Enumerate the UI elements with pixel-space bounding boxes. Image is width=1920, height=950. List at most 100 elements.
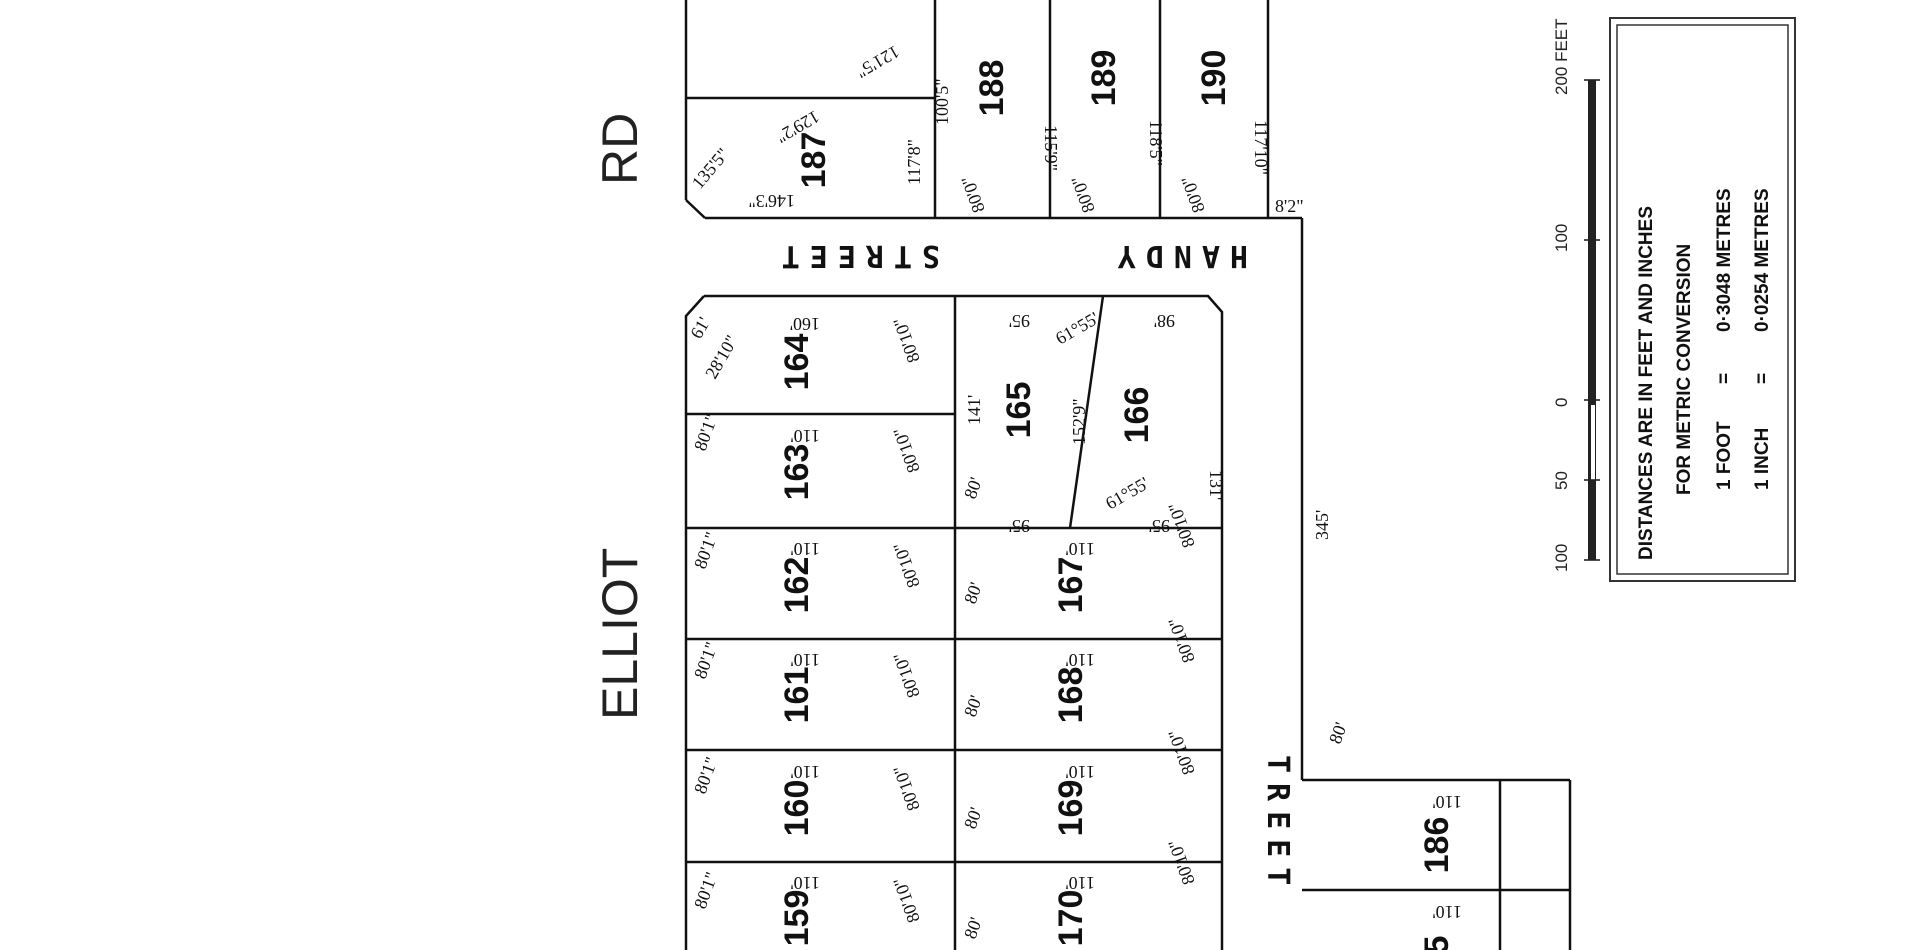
dim-186-front: 110' <box>1432 792 1462 812</box>
dim-187-121: 121'5" <box>853 42 903 83</box>
dim-185-front: 110' <box>1432 902 1462 922</box>
legend-line-1: DISTANCES ARE IN FEET AND INCHES <box>1636 206 1657 560</box>
dim-161-right: 80'10" <box>889 650 924 701</box>
legend-foot-value: 0·3048 METRES <box>1714 188 1735 332</box>
dim-165-141: 141' <box>964 395 984 425</box>
scale-200-feet: 200 FEET <box>1552 18 1571 95</box>
dim-170-left: 80' <box>960 915 986 942</box>
dim-163-front: 110' <box>790 426 820 446</box>
dim-188-115: 115'9" <box>1041 125 1061 171</box>
dim-165-152: 152'9" <box>1069 398 1089 445</box>
dim-167-front: 110' <box>1065 539 1095 559</box>
lot-186: 186 <box>1418 817 1456 874</box>
lot-162: 162 <box>778 557 816 614</box>
dim-165-angle: 61°55' <box>1052 308 1102 349</box>
lot-170: 170 <box>1052 890 1090 947</box>
handy-street-corridor <box>1300 218 1572 950</box>
street-east-label: TREET <box>1260 755 1295 895</box>
dim-166-95: 95' <box>1009 311 1030 331</box>
lot-164: 164 <box>778 334 816 391</box>
dim-162-right: 80'10" <box>889 540 924 591</box>
lot-188: 188 <box>973 60 1011 117</box>
lot-187: 187 <box>795 132 833 189</box>
legend-outer-frame <box>1609 17 1796 582</box>
dim-170-front: 110' <box>1065 873 1095 893</box>
dim-167-left: 80' <box>960 580 986 607</box>
dim-159-right: 80'10" <box>889 875 924 926</box>
legend-inch-label: 1 INCH <box>1752 428 1773 490</box>
dim-159-front: 110' <box>790 873 820 893</box>
dim-187-135: 135'5" <box>688 144 733 193</box>
legend-foot-eq: = <box>1714 373 1735 384</box>
dim-169-right: 80'10" <box>1164 727 1199 778</box>
legend-inch-value: 0·0254 METRES <box>1752 188 1773 332</box>
scale-50: 50 <box>1552 471 1571 490</box>
dim-161-left: 80'1" <box>690 639 722 681</box>
scale-100b: 100 <box>1552 544 1571 572</box>
scale-100: 100 <box>1552 224 1571 252</box>
dim-166-98: 98' <box>1154 311 1175 331</box>
elliot-road-label: ELLIOT <box>592 548 648 720</box>
lot-190: 190 <box>1195 50 1233 107</box>
lot-169: 169 <box>1052 780 1090 837</box>
scale-0: 0 <box>1552 398 1571 407</box>
dim-164-corner: 28'10" <box>701 332 742 382</box>
legend-inch-eq: = <box>1752 373 1773 384</box>
legend-foot-label: 1 FOOT <box>1714 421 1735 490</box>
dim-187-146: 146'3" <box>748 191 795 211</box>
dim-160-front: 110' <box>790 762 820 782</box>
dim-164-61: 61' <box>686 314 714 342</box>
dim-163-left: 80'1" <box>690 411 722 453</box>
dim-190-117: 117'10" <box>1251 120 1271 175</box>
lot-numbers: 164 163 162 161 160 159 165 166 167 168 … <box>778 50 1456 950</box>
dim-164-right: 80'10" <box>889 315 924 366</box>
dim-188-100: 100'5" <box>932 78 952 125</box>
dim-168-left: 80' <box>960 693 986 720</box>
legend-line-2: FOR METRIC CONVERSION <box>1674 244 1695 495</box>
dim-161-front: 110' <box>790 650 820 670</box>
dim-189-118: 118'5" <box>1146 120 1166 166</box>
legend-box: DISTANCES ARE IN FEET AND INCHES FOR MET… <box>1609 17 1796 582</box>
lot-165: 165 <box>1000 382 1038 439</box>
dim-street-345: 345' <box>1312 510 1332 540</box>
lot-159: 159 <box>778 890 816 947</box>
lot-161: 161 <box>778 667 816 724</box>
lot-185-partial: 5 <box>1418 936 1456 950</box>
upper-block <box>684 0 1302 220</box>
dim-160-right: 80'10" <box>889 763 924 814</box>
legend-inner-frame <box>1616 24 1789 575</box>
main-block <box>684 294 1224 950</box>
dim-166-95b: 95' <box>1149 516 1170 536</box>
dim-169-left: 80' <box>960 805 986 832</box>
dim-168-front: 110' <box>1065 650 1095 670</box>
dim-165-left: 80' <box>960 475 986 502</box>
dim-166-angle: 61°55' <box>1102 473 1152 514</box>
dim-162-left: 80'1" <box>690 529 722 571</box>
dim-166-131: 131' <box>1206 470 1226 500</box>
dim-189-80: 80'0" <box>1067 173 1099 215</box>
scale-bar: 200 FEET 100 0 50 100 <box>1552 18 1600 572</box>
dim-160-left: 80'1" <box>690 754 722 796</box>
dim-corner-8-2: 8'2" <box>1275 196 1304 216</box>
dim-163-right: 80'10" <box>889 425 924 476</box>
lot-166: 166 <box>1118 387 1156 444</box>
lot-163: 163 <box>778 444 816 501</box>
lot-189: 189 <box>1085 50 1123 107</box>
dim-190-80: 80'0" <box>1177 173 1209 215</box>
scale-bar-fill <box>1588 80 1596 560</box>
lot-168: 168 <box>1052 667 1090 724</box>
dim-162-front: 110' <box>790 539 820 559</box>
dim-187-117: 117'8" <box>904 139 924 185</box>
dim-169-front: 110' <box>1065 762 1095 782</box>
dim-street-80: 80' <box>1325 720 1351 747</box>
dim-165-95b: 95' <box>1009 516 1030 536</box>
dim-159-left: 80'1" <box>690 869 722 911</box>
rd-road-label: RD <box>592 113 648 185</box>
lot-167: 167 <box>1052 557 1090 614</box>
dim-164-front: 160' <box>790 314 820 334</box>
dim-188-80: 80'0" <box>957 173 989 215</box>
lot-160: 160 <box>778 780 816 837</box>
handy-street-label: STREET <box>772 238 940 273</box>
handy-label: HANDY <box>1108 238 1248 273</box>
